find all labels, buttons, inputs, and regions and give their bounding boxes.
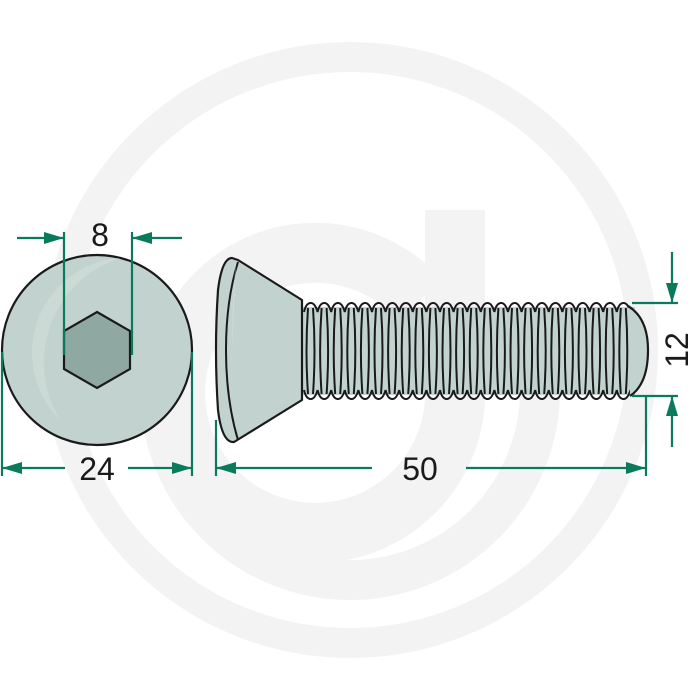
- socket-width-dimension: [17, 232, 182, 355]
- thread-diameter-label: 12: [659, 332, 695, 368]
- head-end-view: [0, 253, 194, 447]
- countersunk-head: [214, 256, 304, 444]
- thread-diameter-dimension: [632, 252, 678, 447]
- length-dimension: [214, 395, 648, 476]
- head-diameter-dimension: [0, 352, 194, 476]
- socket-width-label: 8: [91, 217, 109, 253]
- side-view: [214, 256, 650, 444]
- head-diameter-label: 24: [79, 451, 115, 487]
- thread-pattern: [303, 301, 632, 401]
- length-label: 50: [402, 451, 438, 487]
